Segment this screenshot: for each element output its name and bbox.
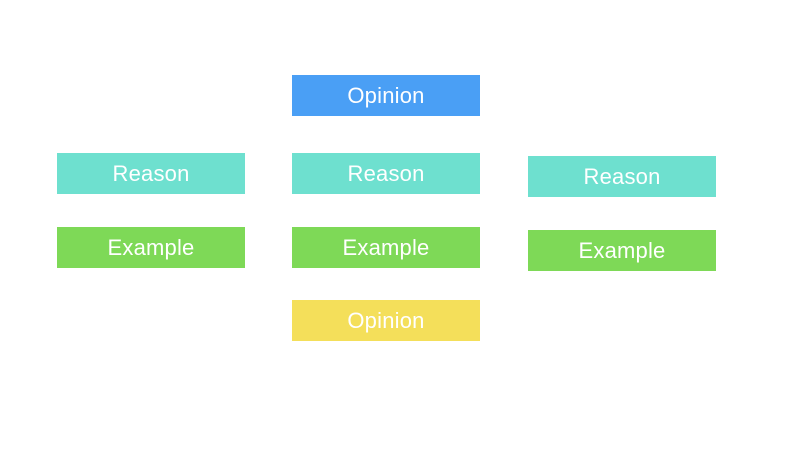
example-label-left: Example bbox=[107, 234, 195, 260]
example-label-center: Example bbox=[342, 234, 430, 260]
opinion-bottom-label: Opinion bbox=[347, 307, 425, 333]
example-box-left: Example bbox=[57, 227, 245, 268]
reason-box-center: Reason bbox=[292, 153, 480, 194]
reason-label-right: Reason bbox=[583, 163, 661, 189]
reason-box-left: Reason bbox=[57, 153, 245, 194]
reason-label-center: Reason bbox=[347, 160, 425, 186]
opinion-top-label: Opinion bbox=[347, 82, 425, 108]
reason-label-left: Reason bbox=[112, 160, 190, 186]
reason-box-right: Reason bbox=[528, 156, 716, 197]
opinion-bottom-box: Opinion bbox=[292, 300, 480, 341]
example-label-right: Example bbox=[578, 237, 666, 263]
example-box-center: Example bbox=[292, 227, 480, 268]
example-box-right: Example bbox=[528, 230, 716, 271]
opinion-top-box: Opinion bbox=[292, 75, 480, 116]
